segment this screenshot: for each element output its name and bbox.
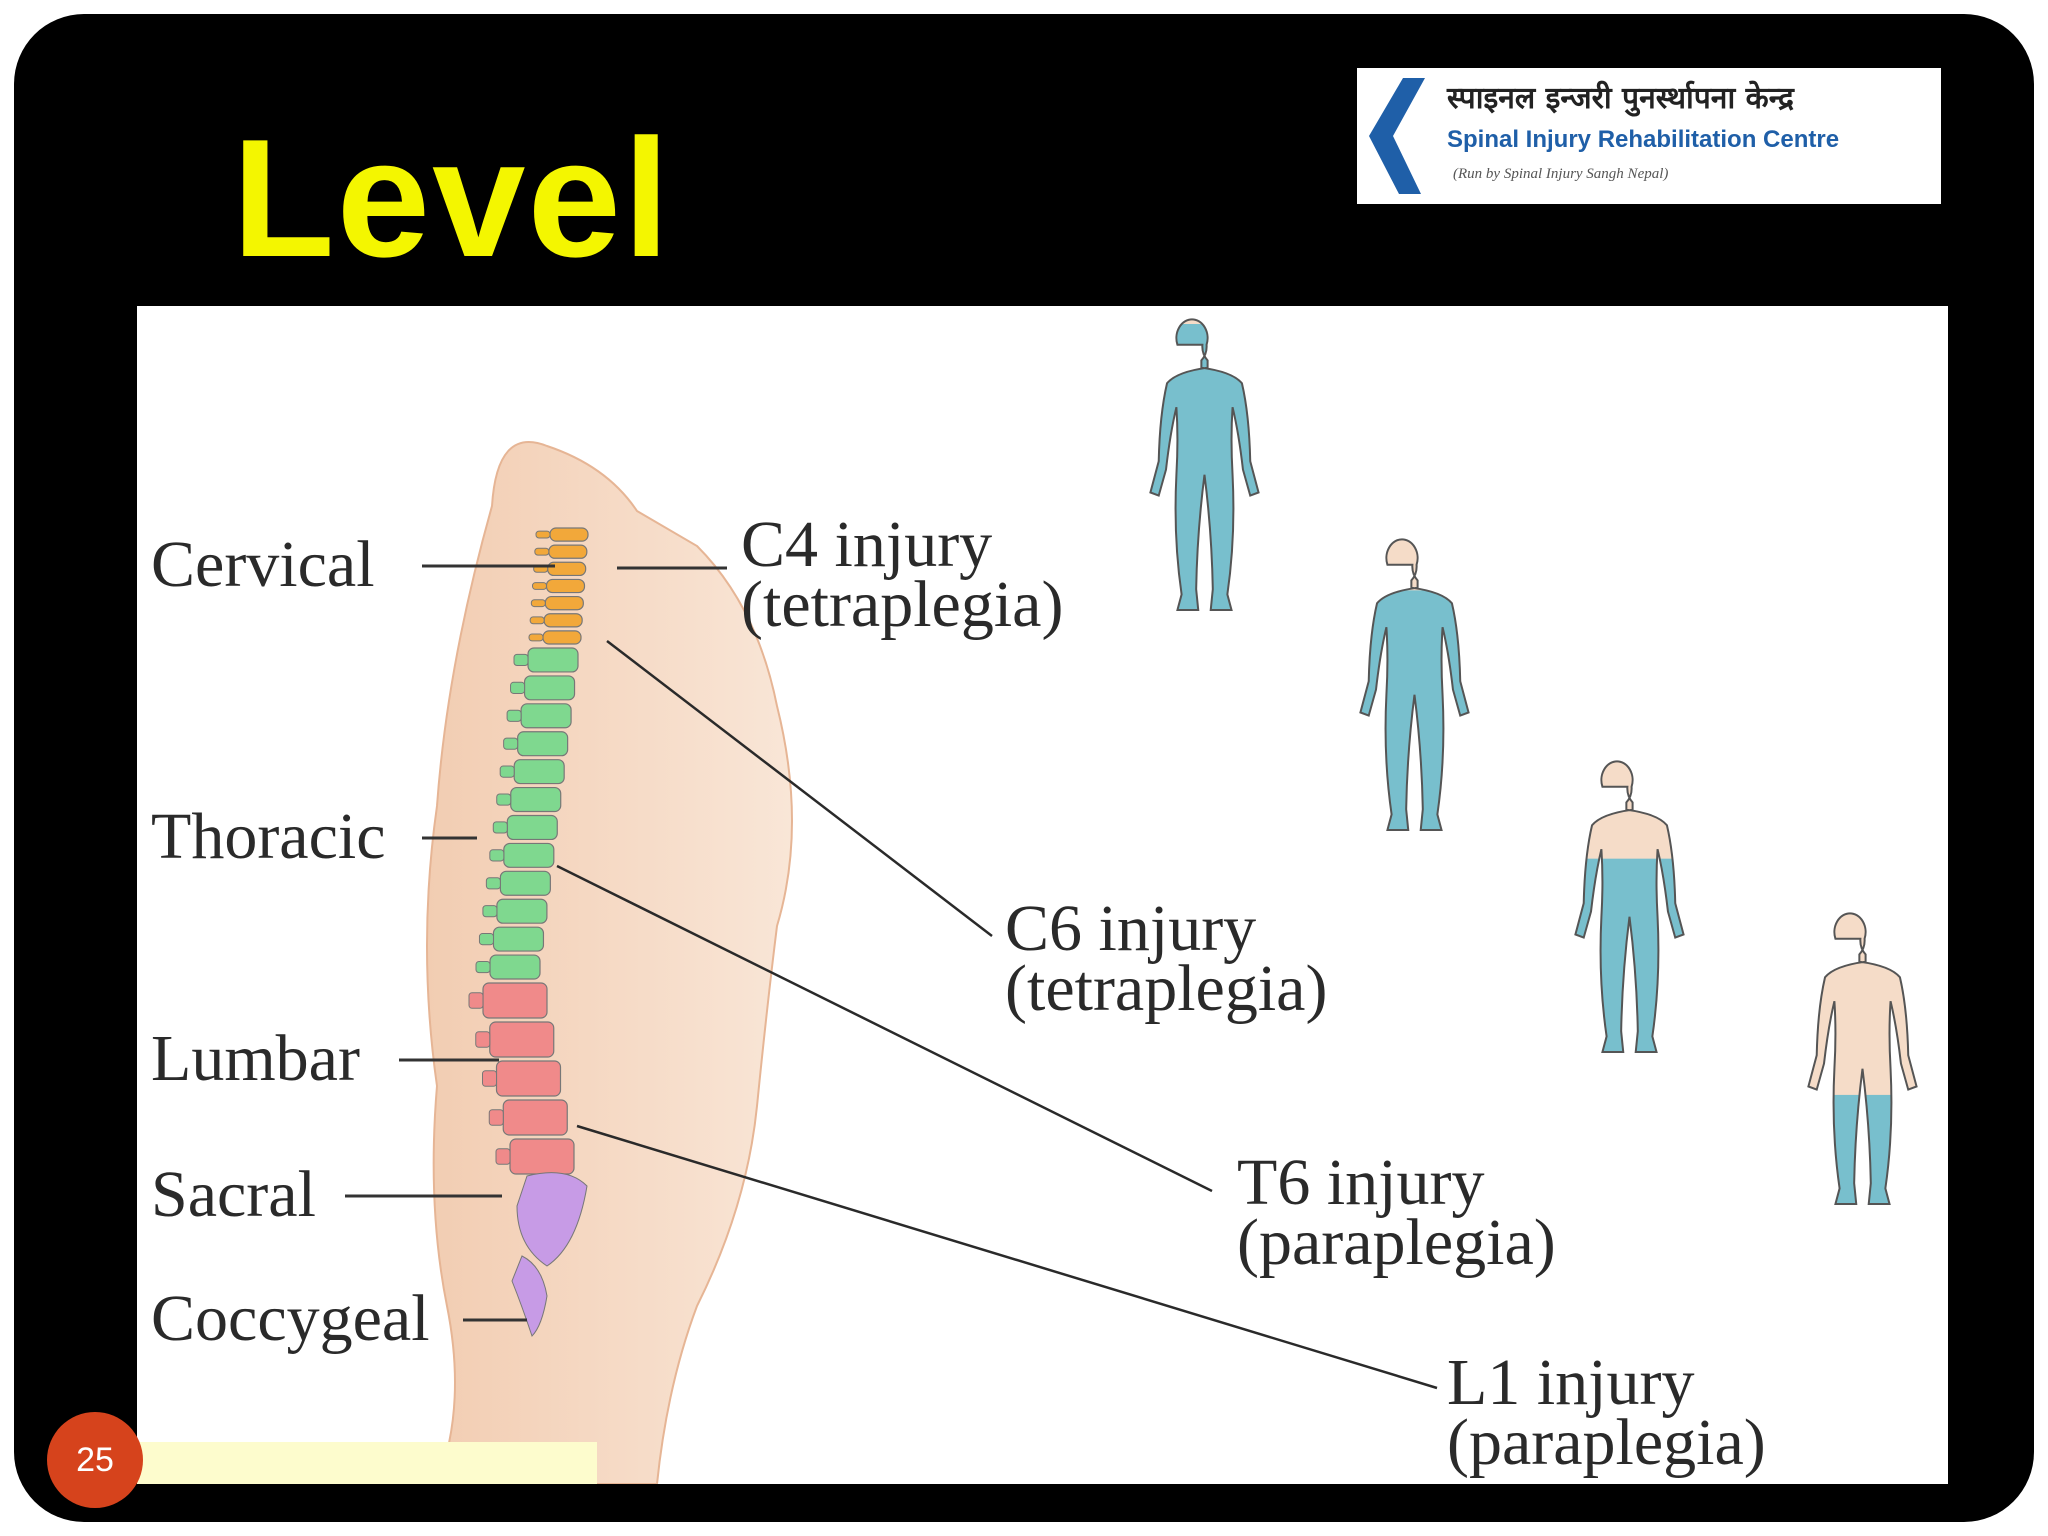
label-c4-injury: C4 injury (741, 508, 992, 581)
vertebra (547, 561, 587, 577)
label-coccygeal: Coccygeal (151, 1282, 430, 1355)
slide-title: Level (232, 104, 672, 292)
vertebra-process (532, 582, 547, 590)
vertebra (510, 786, 562, 813)
label-sacral: Sacral (151, 1158, 316, 1231)
label-t6-type: (paraplegia) (1237, 1206, 1556, 1279)
vertebra (545, 578, 586, 594)
vertebra-process (506, 709, 522, 722)
vertebra-process (530, 599, 546, 608)
vertebra (523, 675, 576, 701)
vertebra (489, 954, 541, 980)
logo-subtitle: (Run by Spinal Injury Sangh Nepal) (1453, 166, 1669, 182)
vertebra-process (513, 653, 529, 667)
label-t6-injury: T6 injury (1237, 1146, 1484, 1219)
figure-l1-paraplegia (1807, 912, 1918, 1205)
logo-mark-icon (1369, 78, 1425, 194)
vertebra-process (488, 1109, 504, 1126)
coccygeal-vertebrae (511, 1255, 548, 1337)
logo-english-text: Spinal Injury Rehabilitation Centre (1447, 126, 1840, 153)
label-c4-type: (tetraplegia) (741, 568, 1063, 641)
slide: Level स्पाइनल इन्जरी पुनर्स्थापना केन्द्… (14, 14, 2034, 1522)
spinal-injury-figure: Cervical Thoracic Lumbar Sacral Coccygea… (137, 306, 1948, 1484)
vertebra (502, 1099, 568, 1136)
vertebra-process (495, 1148, 511, 1165)
vertebra (482, 982, 548, 1019)
vertebra-process (496, 793, 512, 806)
vertebra-process (478, 933, 494, 946)
vertebra-process (475, 1031, 491, 1048)
vertebra-process (475, 960, 491, 974)
vertebra-process (482, 1070, 497, 1087)
vertebra (542, 630, 582, 645)
vertebra (509, 1138, 575, 1175)
label-l1-type: (paraplegia) (1447, 1406, 1766, 1479)
vertebra-process (485, 877, 501, 890)
label-thoracic: Thoracic (151, 800, 386, 873)
label-c6-injury: C6 injury (1005, 892, 1256, 965)
label-c6-type: (tetraplegia) (1005, 952, 1327, 1025)
vertebra-process (489, 849, 505, 862)
organization-logo: स्पाइनल इन्जरी पुनर्स्थापना केन्द्र Spin… (1357, 68, 1941, 204)
vertebra-process (492, 821, 508, 834)
vertebra-process (528, 633, 544, 642)
vertebra-process (503, 737, 519, 750)
figure-c6-tetraplegia (1359, 538, 1470, 831)
vertebra (495, 1060, 562, 1097)
vertebra-process (510, 681, 526, 694)
lumbar-vertebrae (468, 982, 575, 1175)
label-l1-injury: L1 injury (1447, 1346, 1694, 1419)
figure-t6-paraplegia (1574, 760, 1685, 1053)
spine-diagram: Cervical Thoracic Lumbar Sacral Coccygea… (137, 318, 1918, 1484)
vertebra (503, 842, 555, 868)
label-lumbar: Lumbar (151, 1022, 360, 1095)
spine-vertebrae (468, 527, 589, 1337)
vertebra (548, 544, 588, 559)
vertebra-process (535, 530, 551, 539)
vertebra (517, 731, 569, 757)
figure-c4-tetraplegia (1149, 318, 1260, 611)
vertebra (499, 870, 551, 896)
page-number-badge: 25 (47, 1412, 143, 1508)
vertebra-process (534, 547, 550, 556)
vertebra (496, 898, 548, 924)
vertebra (489, 1021, 555, 1058)
label-cervical: Cervical (151, 528, 375, 601)
sacral-vertebrae (516, 1172, 588, 1267)
vertebra (527, 647, 579, 673)
vertebra (544, 595, 584, 611)
vertebra-process (499, 765, 515, 778)
vertebra (543, 613, 583, 628)
cervical-vertebrae (528, 527, 589, 645)
vertebra (513, 759, 565, 785)
thoracic-vertebrae (475, 647, 579, 980)
vertebra-process (482, 905, 498, 918)
logo-hindi-text: स्पाइनल इन्जरी पुनर्स्थापना केन्द्र (1447, 81, 1794, 116)
vertebra (506, 814, 558, 841)
vertebra-process (468, 992, 484, 1009)
vertebra (549, 527, 589, 542)
vertebra-process (529, 616, 545, 625)
vertebra (520, 703, 572, 729)
vertebra (492, 926, 545, 952)
